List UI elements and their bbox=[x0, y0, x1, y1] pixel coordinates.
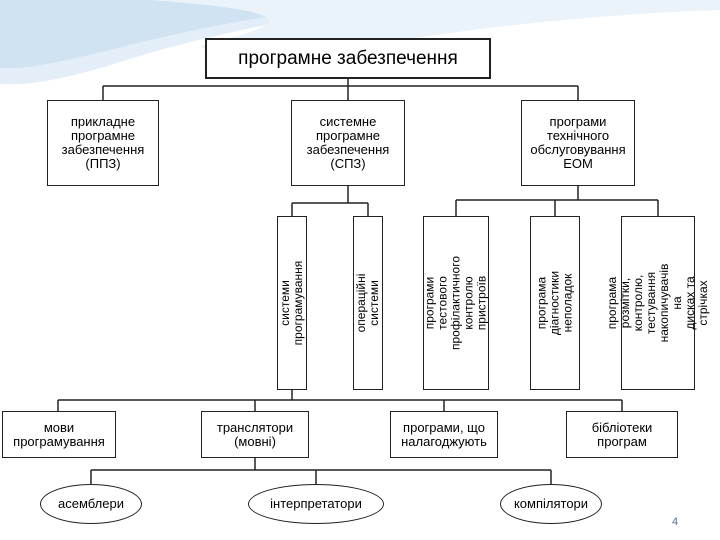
applied-software-node: прикладне програмне забезпечення (ППЗ) bbox=[47, 100, 159, 186]
programming-languages-label: мови програмування bbox=[13, 419, 105, 449]
maintenance-programs-node: програми технічного обслуговування ЕОМ bbox=[521, 100, 635, 186]
interpreters-label: інтерпретатори bbox=[270, 496, 362, 511]
diagnostics-program-node: програма діагностики неполадок bbox=[530, 216, 580, 390]
compilers-node: компілятори bbox=[500, 484, 602, 524]
root-label: програмне забезпечення bbox=[238, 47, 458, 69]
operating-systems-node: операційні системи bbox=[353, 216, 383, 390]
system-software-label: системне програмне забезпечення (СПЗ) bbox=[306, 114, 390, 171]
program-libraries-node: бібліотеки програм bbox=[566, 411, 678, 458]
interpreters-node: інтерпретатори bbox=[248, 484, 384, 524]
maintenance-programs-label: програми технічного обслуговування ЕОМ bbox=[530, 114, 626, 171]
programming-systems-node: системи програмування bbox=[277, 216, 307, 390]
programming-languages-node: мови програмування bbox=[2, 411, 116, 458]
preventive-test-programs-label: програми тестового профілактичного контр… bbox=[422, 256, 489, 350]
assemblers-label: асемблери bbox=[58, 496, 124, 511]
debuggers-node: програми, що налагоджують bbox=[390, 411, 498, 458]
disk-tape-utility-label: програма розмітки, контролю, тестування … bbox=[605, 263, 710, 343]
translators-label: транслятори (мовні) bbox=[216, 419, 294, 449]
preventive-test-programs-node: програми тестового профілактичного контр… bbox=[423, 216, 489, 390]
system-software-node: системне програмне забезпечення (СПЗ) bbox=[291, 100, 405, 186]
applied-software-label: прикладне програмне забезпечення (ППЗ) bbox=[61, 114, 145, 171]
diagnostics-program-label: програма діагностики неполадок bbox=[534, 270, 575, 336]
root-node: програмне забезпечення bbox=[205, 38, 491, 79]
translators-node: транслятори (мовні) bbox=[201, 411, 309, 458]
page-number: 4 bbox=[672, 516, 679, 528]
assemblers-node: асемблери bbox=[40, 484, 142, 524]
operating-systems-label: операційні системи bbox=[354, 273, 381, 333]
debuggers-label: програми, що налагоджують bbox=[401, 419, 487, 449]
program-libraries-label: бібліотеки програм bbox=[591, 419, 653, 449]
compilers-label: компілятори bbox=[513, 496, 589, 511]
programming-systems-label: системи програмування bbox=[278, 260, 305, 346]
disk-tape-utility-node: програма розмітки, контролю, тестування … bbox=[605, 216, 710, 390]
